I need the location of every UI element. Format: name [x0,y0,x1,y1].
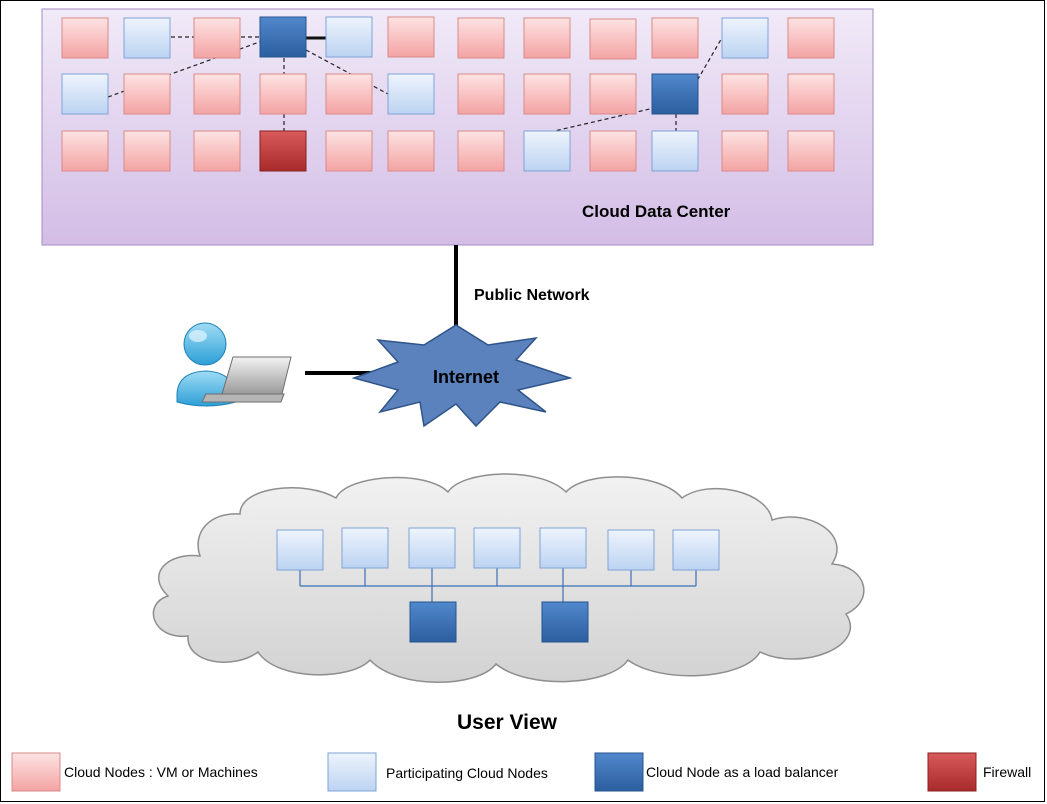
participating-node [123,17,171,59]
cloud-node [589,73,637,115]
public-network-label: Public Network [474,287,590,304]
cloud-node [259,73,307,115]
cloud-node [589,18,637,60]
legend-label-cloud-node: Cloud Nodes : VM or Machines [64,764,258,780]
participating-node [61,73,109,115]
load-balancer-node [409,601,457,643]
cloud-node [123,73,171,115]
participating-node [672,529,720,571]
cloud-node [721,130,769,172]
participating-node [325,16,373,58]
data-center-label: Cloud Data Center [582,202,731,221]
internet-icon [351,324,573,428]
user-view-cloud [152,473,865,683]
user-with-laptop-icon [176,322,292,407]
link-line [305,49,389,95]
cloud-node [457,73,505,115]
participating-node [721,17,769,59]
cloud-node [387,130,435,172]
user-view-nodes [276,527,720,643]
data-center-nodes [61,16,835,172]
cloud-node [387,16,435,58]
load-balancer-node [541,601,589,643]
legend-swatch-participating [327,752,377,792]
user-view-bus [299,568,697,602]
cloud-node [787,73,835,115]
user-view-label: User View [457,711,558,734]
participating-node [387,73,435,115]
participating-node [341,527,389,569]
participating-node [539,527,587,569]
participating-node [651,130,699,172]
participating-node [523,130,571,172]
load-balancer-node [259,16,307,58]
cloud-node [457,17,505,59]
cloud-node [61,17,109,59]
legend-label-participating: Participating Cloud Nodes [386,765,548,781]
participating-node [408,527,456,569]
cloud-node [721,73,769,115]
cloud-node [193,73,241,115]
cloud-node [523,17,571,59]
legend-swatch-cloud-node [11,752,61,792]
cloud-node [123,130,171,172]
firewall-node [259,130,307,172]
legend-label-firewall: Firewall [983,764,1031,780]
cloud-node [787,17,835,59]
cloud-node [325,130,373,172]
load-balancer-node [651,73,699,115]
cloud-node [61,130,109,172]
legend-swatch-firewall [927,752,977,792]
cloud-node [193,17,241,59]
legend: Cloud Nodes : VM or Machines Participati… [11,752,1031,792]
legend-swatch-load-balancer [594,752,644,792]
link-line [549,107,655,133]
legend-label-load-balancer: Cloud Node as a load balancer [646,764,839,780]
link-line [693,35,724,87]
cloud-node [193,130,241,172]
cloud-node [457,130,505,172]
internet-label: Internet [433,367,499,387]
participating-node [607,529,655,571]
participating-node [473,527,521,569]
cloud-node [651,17,699,59]
participating-node [276,529,324,571]
cloud-node [523,73,571,115]
cloud-node [787,130,835,172]
cloud-node [589,130,637,172]
cloud-node [325,73,373,115]
